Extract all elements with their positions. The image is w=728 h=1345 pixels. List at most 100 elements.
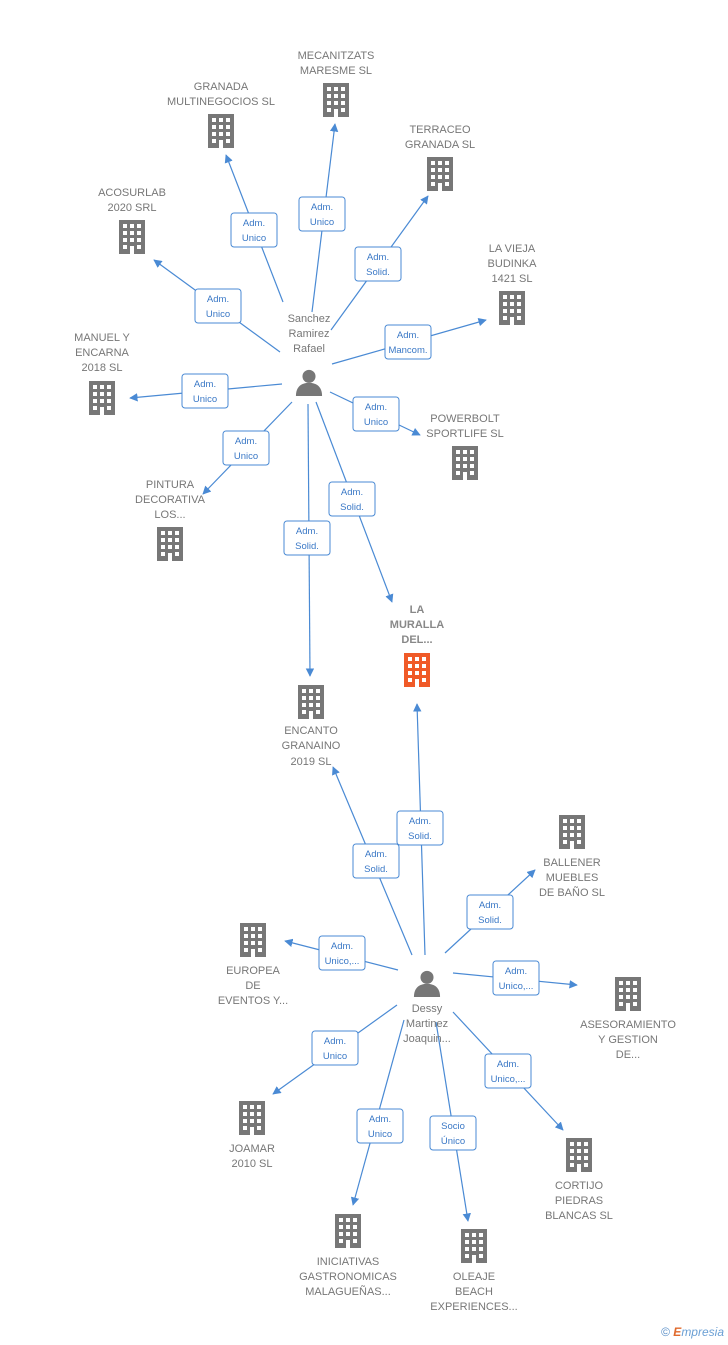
building-icon	[499, 291, 525, 325]
relation-label-text: Solid.	[366, 267, 390, 278]
person-node-dessy[interactable]: DessyMartinezJoaquin...	[403, 970, 451, 1045]
company-node-granada_multi[interactable]: GRANADA MULTINEGOCIOS SL	[167, 81, 275, 148]
person-label: Ramirez	[289, 328, 330, 340]
relation-labels-layer: Adm.UnicoAdm.UnicoAdm.Solid.Adm.UnicoAdm…	[181, 196, 540, 1151]
company-label: BEACH	[455, 1286, 493, 1298]
relation-label-text: Adm.	[409, 816, 431, 827]
relation-label-dessy-cortijo[interactable]: Adm.Unico,...	[484, 1053, 532, 1089]
building-icon-highlighted	[404, 653, 430, 687]
relation-label-dessy-ballener[interactable]: Adm. Solid.	[466, 894, 514, 930]
relation-label-dessy-joamar[interactable]: Adm.Unico	[311, 1030, 359, 1066]
company-label: MULTINEGOCIOS SL	[167, 96, 275, 108]
footer-brand[interactable]: © Empresia	[661, 1325, 724, 1339]
relation-label-text: Adm.	[324, 1036, 346, 1047]
company-label: EUROPEA	[226, 965, 280, 977]
relation-label-box	[484, 1053, 532, 1089]
company-label: 2020 SRL	[108, 202, 157, 214]
company-label: TERRACEO	[409, 124, 471, 136]
relation-label-dessy-asesoramiento[interactable]: Adm.Unico,...	[492, 960, 540, 996]
company-node-iniciativas[interactable]: INICIATIVASGASTRONOMICASMALAGUEÑAS...	[299, 1214, 397, 1298]
company-label: MURALLA	[390, 619, 444, 631]
relation-label-text: Adm.	[479, 900, 501, 911]
relation-label-text: Adm.	[235, 436, 257, 447]
relation-label-text: Adm.	[311, 202, 333, 213]
relation-label-box	[230, 212, 278, 248]
company-label: LA VIEJA	[489, 243, 536, 255]
relation-label-sanchez-vieja[interactable]: Adm. Mancom.	[384, 324, 432, 360]
relation-label-dessy-europea[interactable]: Adm.Unico,...	[318, 935, 366, 971]
relation-label-box	[396, 810, 444, 846]
relation-label-sanchez-mecanitzats[interactable]: Adm.Unico	[298, 196, 346, 232]
company-label: PIEDRAS	[555, 1195, 603, 1207]
relation-label-text: Solid.	[364, 864, 388, 875]
relation-label-text: Adm.	[365, 849, 387, 860]
company-label: MALAGUEÑAS...	[305, 1285, 391, 1298]
relation-label-text: Solid.	[340, 502, 364, 513]
company-label: GRANADA	[194, 81, 249, 93]
building-icon	[119, 220, 145, 254]
relation-label-text: Adm.	[369, 1114, 391, 1125]
relation-label-dessy-iniciativas[interactable]: Adm. Unico	[356, 1108, 404, 1144]
company-label: GRANADA SL	[405, 139, 475, 151]
company-node-pintura[interactable]: PINTURADECORATIVALOS...	[135, 479, 206, 561]
person-label: Dessy	[412, 1003, 443, 1015]
relation-label-box	[492, 960, 540, 996]
relation-label-text: Unico,...	[499, 981, 534, 992]
company-node-oleaje[interactable]: OLEAJEBEACHEXPERIENCES...	[430, 1229, 518, 1313]
relation-label-box	[181, 373, 229, 409]
company-label: GASTRONOMICAS	[299, 1271, 397, 1283]
relation-label-sanchez-muralla[interactable]: Adm. Solid.	[328, 481, 376, 517]
relation-label-sanchez-acosurlab[interactable]: Adm. Unico	[194, 288, 242, 324]
company-label: ASESORAMIENTO	[580, 1019, 676, 1031]
relation-label-text: Adm.	[207, 294, 229, 305]
relation-label-sanchez-encanto[interactable]: Adm.Solid.	[283, 520, 331, 556]
relation-label-dessy-encanto[interactable]: Adm. Solid.	[352, 843, 400, 879]
relation-label-box	[194, 288, 242, 324]
relation-label-text: Adm.	[397, 330, 419, 341]
relation-label-text: Solid.	[478, 915, 502, 926]
relation-label-sanchez-manuel[interactable]: Adm.Unico	[181, 373, 229, 409]
company-label: EXPERIENCES...	[430, 1301, 517, 1313]
relation-label-box	[429, 1115, 477, 1151]
company-label: DEL...	[401, 634, 432, 646]
building-icon	[566, 1138, 592, 1172]
company-label: DE BAÑO SL	[539, 886, 605, 899]
relation-label-box	[352, 843, 400, 879]
person-icon	[413, 970, 441, 997]
company-node-terraceo[interactable]: TERRACEO GRANADA SL	[405, 124, 475, 191]
relation-label-text: Mancom.	[388, 345, 427, 356]
company-label: CORTIJO	[555, 1180, 604, 1192]
relation-label-sanchez-granada_multi[interactable]: Adm.Unico	[230, 212, 278, 248]
relation-label-sanchez-pintura[interactable]: Adm.Unico	[222, 430, 270, 466]
relation-label-text: Unico	[206, 309, 230, 320]
building-icon	[323, 83, 349, 117]
company-node-muralla[interactable]: LAMURALLADEL...	[390, 604, 444, 687]
relation-label-text: Adm.	[341, 487, 363, 498]
relation-label-text: Adm.	[243, 218, 265, 229]
relation-label-dessy-muralla[interactable]: Adm.Solid.	[396, 810, 444, 846]
relation-label-box	[328, 481, 376, 517]
relation-label-text: Adm.	[194, 379, 216, 390]
relation-label-box	[352, 396, 400, 432]
relation-label-text: Unico	[364, 417, 388, 428]
relation-label-sanchez-terraceo[interactable]: Adm.Solid.	[354, 246, 402, 282]
relation-label-text: Unico	[368, 1129, 392, 1140]
relation-label-box	[384, 324, 432, 360]
relation-label-sanchez-powerbolt[interactable]: Adm.Unico	[352, 396, 400, 432]
company-label: BUDINKA	[488, 258, 538, 270]
building-icon	[89, 381, 115, 415]
